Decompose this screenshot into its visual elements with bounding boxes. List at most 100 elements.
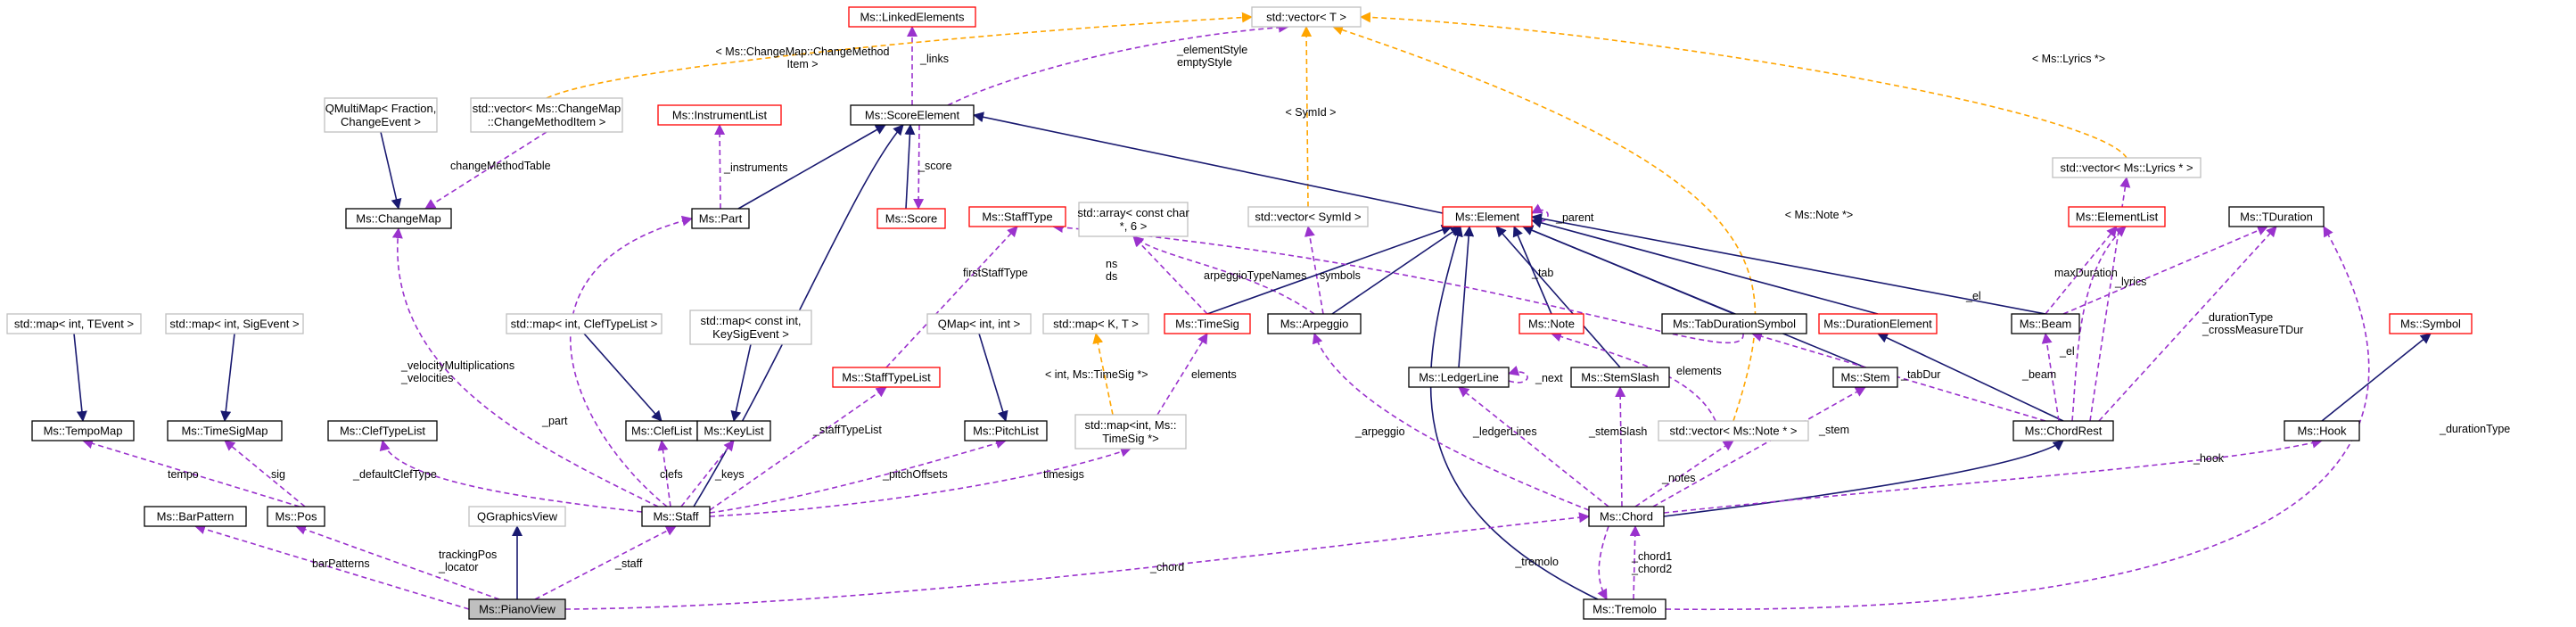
node-ledger-line[interactable]: Ms::LedgerLine	[1408, 367, 1510, 388]
node-clef-list[interactable]: Ms::ClefList	[625, 420, 698, 441]
node-label: std::vector< Ms::ChangeMap::ChangeMethod…	[473, 102, 621, 128]
node-element[interactable]: Ms::Element	[1442, 206, 1533, 227]
edge-staff-stl	[709, 386, 887, 511]
edge-mapkt-mapts	[1092, 333, 1114, 416]
node-hook[interactable]: Ms::Hook	[2284, 420, 2360, 441]
node-tduration[interactable]: Ms::TDuration	[2228, 206, 2325, 227]
node-time-sig[interactable]: Ms::TimeSig	[1164, 313, 1251, 334]
node-score[interactable]: Ms::Score	[876, 208, 946, 229]
node-beam[interactable]: Ms::Beam	[2011, 313, 2080, 334]
node-arpeggio[interactable]: Ms::Arpeggio	[1267, 313, 1362, 334]
node-map-sigevent[interactable]: std::map< int, SigEvent >	[165, 313, 304, 334]
node-element-list[interactable]: Ms::ElementList	[2068, 206, 2166, 227]
node-bar-pattern[interactable]: Ms::BarPattern	[144, 506, 247, 527]
node-time-sig-map[interactable]: Ms::TimeSigMap	[167, 420, 283, 441]
node-label: Ms::TempoMap	[44, 425, 123, 438]
node-clef-type-list[interactable]: Ms::ClefTypeList	[327, 420, 438, 441]
node-label: Ms::Part	[699, 212, 743, 226]
edge-de-el	[1531, 218, 1879, 315]
node-instrument-list[interactable]: Ms::InstrumentList	[657, 104, 782, 126]
node-qgraphicsview[interactable]: QGraphicsView	[468, 506, 566, 527]
node-label: std::map<int, Ms::TimeSig *>	[1085, 418, 1177, 445]
node-score-element[interactable]: Ms::ScoreElement	[850, 104, 975, 126]
node-duration-element[interactable]: Ms::DurationElement	[1818, 313, 1938, 334]
node-pos[interactable]: Ms::Pos	[267, 506, 325, 527]
node-vector-changemethod[interactable]: std::vector< Ms::ChangeMap::ChangeMethod…	[470, 97, 623, 133]
node-box	[1442, 206, 1533, 227]
edge-label-timesigs: timesigs	[1043, 468, 1084, 481]
node-box	[926, 313, 1032, 334]
node-label: Ms::Chord	[1600, 510, 1653, 524]
node-box	[832, 367, 941, 388]
edge-label-staff: _staff	[614, 557, 643, 570]
node-symbol[interactable]: Ms::Symbol	[2389, 313, 2473, 334]
node-tremolo[interactable]: Ms::Tremolo	[1583, 598, 1667, 620]
edge-vcm-cm	[424, 131, 547, 210]
node-tab-duration-symbol[interactable]: Ms::TabDurationSymbol	[1661, 313, 1807, 334]
node-tempo-map[interactable]: Ms::TempoMap	[31, 420, 135, 441]
node-box	[1661, 313, 1807, 334]
node-box	[345, 208, 452, 229]
node-label: Ms::TimeSig	[1175, 318, 1239, 331]
edge-label-lyrics: _lyrics	[2114, 276, 2146, 288]
node-box	[1583, 598, 1667, 620]
edge-label-tempo: tempo	[168, 468, 199, 481]
edge-ts-mapts	[1156, 333, 1208, 416]
edge-ll-next	[1508, 365, 1528, 384]
node-qmultimap[interactable]: QMultiMap< Fraction,ChangeEvent >	[324, 97, 438, 133]
node-box	[167, 420, 283, 441]
node-box	[2011, 313, 2080, 334]
edge-arr-ts	[1132, 235, 1208, 315]
edge-label-sig: sig	[271, 468, 285, 481]
node-chord[interactable]: Ms::Chord	[1588, 506, 1665, 527]
node-vector-note[interactable]: std::vector< Ms::Note * >	[1658, 420, 1809, 441]
node-map-timesig[interactable]: std::map<int, Ms::TimeSig *>	[1074, 414, 1187, 450]
edge-label-el_chordrest: _el	[2059, 345, 2075, 358]
node-change-map[interactable]: Ms::ChangeMap	[345, 208, 452, 229]
node-stem-slash[interactable]: Ms::StemSlash	[1570, 367, 1670, 388]
edge-pv-pos	[295, 524, 500, 600]
edge-ss-el	[1495, 226, 1621, 368]
node-label: QMultiMap< Fraction,ChangeEvent >	[325, 102, 437, 128]
node-pitch-list[interactable]: Ms::PitchList	[964, 420, 1048, 441]
edge-label-keys: _keys	[714, 468, 745, 481]
node-vector-lyrics[interactable]: std::vector< Ms::Lyrics * >	[2052, 157, 2202, 178]
node-map-tevent[interactable]: std::map< int, TEvent >	[6, 313, 142, 334]
edge-el-parent	[1531, 203, 1549, 223]
edge-beam-el	[1531, 213, 2046, 315]
node-map-clefbasic[interactable]: std::map< int, ClefTypeList >	[506, 313, 663, 334]
node-key-list[interactable]: Ms::KeyList	[696, 420, 771, 441]
node-chord-rest[interactable]: Ms::ChordRest	[2012, 420, 2114, 441]
node-note[interactable]: Ms::Note	[1518, 313, 1584, 334]
node-box	[506, 313, 663, 334]
node-label: Ms::StaffTypeList	[842, 371, 931, 384]
node-stem[interactable]: Ms::Stem	[1832, 367, 1898, 388]
node-vector-symid[interactable]: std::vector< SymId >	[1247, 206, 1369, 227]
node-std-vector-t[interactable]: std::vector< T >	[1251, 6, 1362, 28]
node-label: std::vector< T >	[1266, 11, 1346, 24]
edge-vs-vt	[1301, 26, 1313, 208]
node-staff-type-list[interactable]: Ms::StaffTypeList	[832, 367, 941, 388]
node-box	[1818, 313, 1938, 334]
node-array-char[interactable]: std::array< const char*, 6 >	[1077, 202, 1189, 237]
node-qmap-int[interactable]: QMap< int, int >	[926, 313, 1032, 334]
node-map-keysig[interactable]: std::map< const int,KeySigEvent >	[689, 309, 812, 345]
node-staff[interactable]: Ms::Staff	[641, 506, 711, 527]
node-staff-type[interactable]: Ms::StaffType	[968, 206, 1066, 227]
node-box	[2052, 157, 2202, 178]
edge-st-stl	[885, 226, 1018, 368]
node-linked-elements[interactable]: Ms::LinkedElements	[848, 6, 976, 28]
edge-label-bar_patterns: barPatterns	[312, 557, 370, 570]
node-map-kt[interactable]: std::map< K, T >	[1042, 313, 1149, 334]
edge-se-score	[913, 124, 925, 210]
node-box	[696, 420, 771, 441]
edge-stem-el	[1522, 225, 1866, 368]
node-box	[691, 208, 750, 229]
node-box	[1832, 367, 1898, 388]
node-label: QMap< int, int >	[938, 318, 1021, 331]
node-piano-view[interactable]: Ms::PianoView	[468, 598, 566, 620]
node-part[interactable]: Ms::Part	[691, 208, 750, 229]
node-box	[2012, 420, 2114, 441]
edge-label-next: _next	[1535, 372, 1563, 384]
